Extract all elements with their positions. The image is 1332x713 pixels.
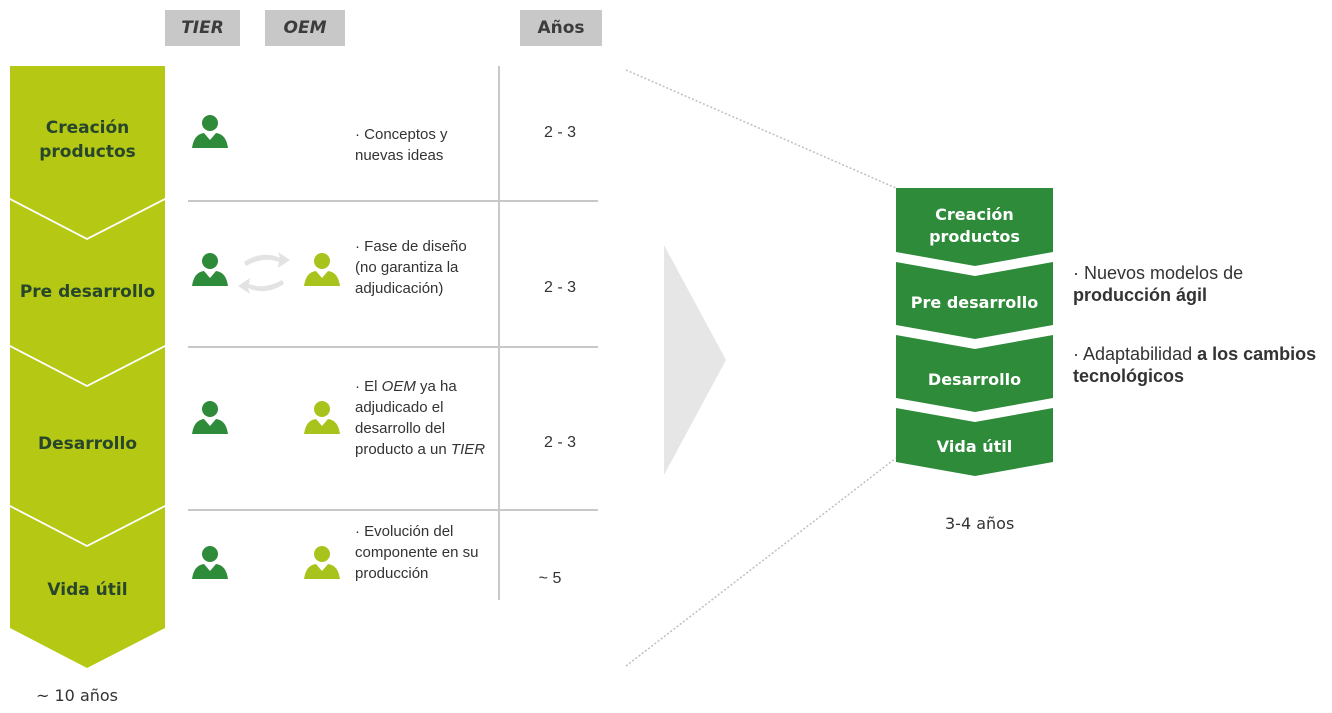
years-header: Años bbox=[520, 10, 602, 46]
years-divider bbox=[498, 66, 500, 600]
bullet-bold: producción ágil bbox=[1073, 285, 1208, 305]
description-predesarrollo: · Fase de diseño (no garantiza la adjudi… bbox=[355, 238, 467, 297]
chevron-vidautil bbox=[10, 507, 165, 668]
stage-label-creacion: Creación productos bbox=[39, 118, 136, 162]
total-left: ~ 10 años bbox=[36, 686, 119, 705]
oem-person-icon bbox=[304, 253, 340, 286]
total-right: 3-4 años bbox=[945, 514, 1015, 533]
row-divider-1 bbox=[188, 200, 598, 202]
tier-person-icon bbox=[192, 253, 228, 286]
right-chevron-desarrollo bbox=[896, 335, 1053, 412]
tier-header: TIER bbox=[165, 10, 240, 46]
stage-label-vidautil: Vida útil bbox=[47, 580, 128, 600]
chevron-predesarrollo bbox=[10, 200, 165, 385]
oem-person-icon bbox=[304, 401, 340, 434]
tier-person-icon bbox=[192, 401, 228, 434]
oem-header: OEM bbox=[265, 10, 345, 46]
bullet-produccion: · Nuevos modelos de producción ágil bbox=[1073, 262, 1323, 306]
description-desarrollo: · El OEM ya ha adjudicado el desarrollo … bbox=[355, 376, 490, 460]
exchange-arrows-icon bbox=[238, 252, 290, 294]
stage-label-desarrollo: Desarrollo bbox=[37, 434, 137, 454]
right-chevron-vidautil bbox=[896, 408, 1053, 476]
right-label-predesarrollo: Pre desarrollo bbox=[910, 293, 1039, 312]
row-divider-3 bbox=[188, 509, 598, 511]
bullet-prefix: · Adaptabilidad bbox=[1073, 344, 1198, 364]
years-desarrollo: 2 - 3 bbox=[543, 434, 576, 451]
description-creacion: · Conceptos y nuevas ideas bbox=[355, 126, 448, 164]
bullet-bold: a los cambios tecnológicos bbox=[1073, 344, 1317, 386]
years-creacion: 2 - 3 bbox=[543, 124, 576, 141]
description-vidautil: · Evolución del componente en su producc… bbox=[355, 523, 479, 582]
right-chevron-predesarrollo bbox=[896, 262, 1053, 339]
stage-label-predesarrollo: Pre desarrollo bbox=[19, 282, 156, 302]
years-vidautil: ~ 5 bbox=[510, 570, 590, 588]
description-desarrollo-oem: OEM bbox=[381, 378, 416, 395]
right-chevron-creacion bbox=[896, 188, 1053, 266]
description-desarrollo-part: ya ha adjudicado el desarrollo del produ… bbox=[355, 378, 457, 458]
right-label-desarrollo: Desarrollo bbox=[927, 370, 1022, 389]
years-vidautil-value: ~ 5 bbox=[538, 570, 562, 587]
right-label-creacion: Creación productos bbox=[929, 205, 1020, 246]
right-label-vidautil: Vida útil bbox=[936, 437, 1013, 456]
chevron-desarrollo bbox=[10, 347, 165, 545]
row-divider-2 bbox=[188, 346, 598, 348]
description-desarrollo-tier: TIER bbox=[450, 441, 486, 458]
left-stage-chevrons bbox=[10, 66, 165, 668]
bullet-prefix: · Nuevos modelos de bbox=[1073, 263, 1244, 283]
years-predesarrollo: 2 - 3 bbox=[543, 279, 576, 296]
oem-person-icon bbox=[304, 546, 340, 579]
description-desarrollo-part: · El bbox=[355, 378, 382, 395]
chevron-creacion bbox=[10, 66, 165, 238]
tier-person-icon bbox=[192, 115, 228, 148]
bullet-adaptabilidad: · Adaptabilidad a los cambios tecnológic… bbox=[1073, 343, 1323, 387]
transition-arrow-icon bbox=[664, 245, 726, 475]
tier-person-icon bbox=[192, 546, 228, 579]
